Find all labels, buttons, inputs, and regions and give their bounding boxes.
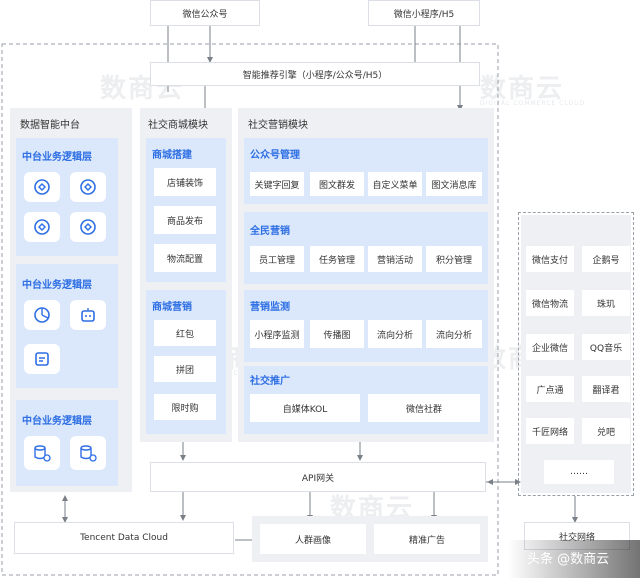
layer-title-2: 中台业务逻辑层 [22,280,92,291]
chat-window-icon [24,344,60,374]
database-cloud-icon [70,436,106,470]
brand-overlay [508,540,640,578]
official-mgmt-item: 自定义菜单 [368,172,422,196]
mall-marketing-title: 商城营销 [152,302,192,313]
service-item: 珠玑 [582,290,630,316]
service-item: 微信支付 [526,246,574,272]
pie-chart-icon [24,300,60,330]
service-item: 翻译君 [582,376,630,402]
service-item-more: …… [544,460,614,484]
promotion-title: 社交推广 [250,376,290,387]
all-people-item: 任务管理 [310,246,364,272]
service-item: 企业微信 [526,334,574,360]
mini-program-box: 微信小程序/H5 [368,0,480,26]
precise-ads-box: 精准广告 [374,524,480,554]
service-item: 广点通 [526,376,574,402]
mall-marketing-item: 拼团 [154,356,216,382]
refresh-c-icon [24,172,60,202]
mall-build-title: 商城搭建 [152,150,192,161]
robot-icon [70,300,106,330]
tencent-data-cloud-box: Tencent Data Cloud [14,522,234,554]
brand-label: 头条 @数商云 [527,552,610,567]
all-people-item: 积分管理 [426,246,482,272]
service-item: 千匠网络 [526,418,574,444]
official-mgmt-title: 公众号管理 [250,150,300,161]
mall-marketing-item: 限时购 [154,394,216,420]
layer-title-1: 中台业务逻辑层 [22,152,92,163]
official-mgmt-item: 关键字回复 [250,172,304,196]
api-gateway-box: API网关 [150,462,486,492]
services-frame [518,212,634,496]
all-people-item: 营销活动 [368,246,422,272]
data-center-title: 数据智能中台 [20,120,80,131]
monitor-item: 小程序监测 [250,320,304,348]
mall-build-item: 物流配置 [154,244,216,272]
monitor-item: 流向分析 [426,320,482,348]
official-mgmt-item: 图文消息库 [426,172,482,196]
service-item: 微信物流 [526,290,574,316]
monitor-item: 传播图 [310,320,364,348]
recommend-engine-box: 智能推荐引擎（小程序/公众号/H5） [150,62,480,86]
service-item: 兑吧 [582,418,630,444]
monitor-item: 流向分析 [368,320,422,348]
refresh-c-icon [24,212,60,242]
service-item: 企鹅号 [582,246,630,272]
promotion-item: 微信社群 [368,394,480,422]
database-cloud-icon [24,436,60,470]
outer-dashed-frame [1,43,499,576]
mall-module-title: 社交商城模块 [148,120,208,131]
monitor-title: 营销监测 [250,302,290,313]
layer-title-3: 中台业务逻辑层 [22,416,92,427]
all-people-title: 全民营销 [250,226,290,237]
promotion-item: 自媒体KOL [250,394,360,422]
mall-build-item: 商品发布 [154,206,216,234]
wechat-official-box: 微信公众号 [150,0,260,26]
refresh-c-icon [70,172,106,202]
refresh-c-icon [70,212,106,242]
all-people-item: 员工管理 [250,246,304,272]
official-mgmt-item: 图文群发 [310,172,364,196]
service-item: QQ音乐 [582,334,630,360]
mall-build-item: 店铺装饰 [154,168,216,196]
marketing-module-title: 社交营销模块 [248,120,308,131]
crowd-profile-box: 人群画像 [260,524,366,554]
mall-marketing-item: 红包 [154,320,216,346]
